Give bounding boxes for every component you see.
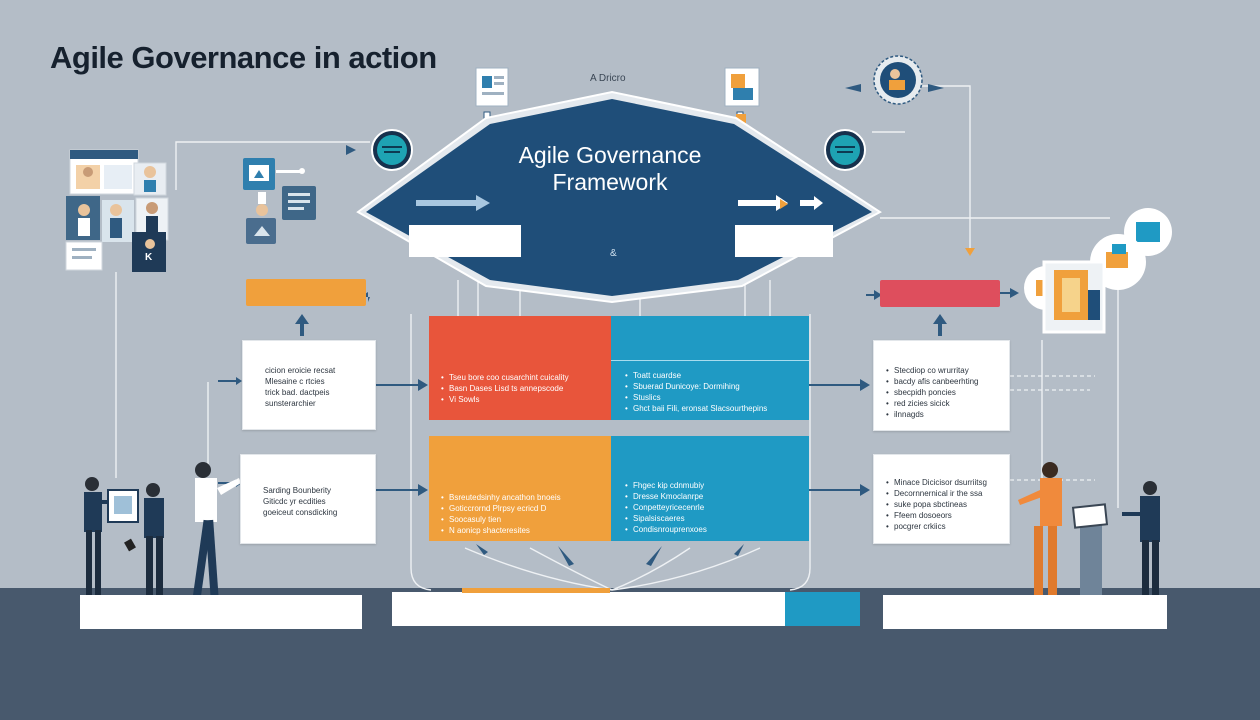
collage-letter: K (145, 252, 153, 263)
right-crimson-bar (880, 280, 1000, 307)
grid-bullet: Conpetteyricecenrle (625, 502, 707, 513)
grid-bottom-right-list: Fhgec kip cdnmubiy Dresse Kmoclanrpe Con… (625, 480, 707, 535)
left-bottom-card: Sarding Bounberity Giticdc yr ecdities g… (240, 454, 376, 544)
card-line: trick bad. dactpeis (265, 388, 330, 397)
hexagon-right-box (735, 225, 833, 257)
grid-bullet: Sipalsiscaeres (625, 513, 707, 524)
top-doc-icons (475, 67, 760, 107)
grid-bullet: Condisnrouprenxoes (625, 524, 707, 535)
badges (371, 55, 923, 171)
grid-bullet: Tseu bore coo cusarchint cuicality (441, 372, 569, 383)
team-collage (65, 149, 169, 272)
left-bottom-card-text: Sarding Bounberity Giticdc yr ecdities g… (263, 485, 337, 518)
card-line: Sarding Bounberity (263, 486, 332, 495)
right-bottom-card: Minace Dicicisor dsurriitsg Decornnernic… (873, 454, 1010, 544)
grid-bullet: Sbuerad Dunicoye: Dormihing (625, 381, 767, 392)
left-plinth (80, 595, 362, 629)
grid-divider (611, 360, 809, 361)
center-mark: & (610, 248, 617, 259)
page-title: Agile Governance in action (50, 40, 437, 75)
card-bullet: ilnnagds (886, 409, 979, 420)
card-bullet: sbecpidh poncies (886, 387, 979, 398)
left-mini-icons (243, 158, 316, 244)
grid-bullet: N aonicp shacteresites (441, 525, 561, 536)
grid-top-left: Tseu bore coo cusarchint cuicality Basn … (429, 316, 611, 420)
card-bullet: bacdy afis canbeerhting (886, 376, 979, 387)
grid-top-left-list: Tseu bore coo cusarchint cuicality Basn … (441, 372, 569, 405)
card-line: Mlesaine c rtcies (265, 377, 325, 386)
left-orange-bar (246, 279, 366, 306)
card-bullet: Stecdiop co wrurritay (886, 365, 979, 376)
right-top-card: Stecdiop co wrurritay bacdy afis canbeer… (873, 340, 1010, 431)
grid-bottom-left: Bsreutedsinhy ancathon bnoeis Goticcrorn… (429, 436, 611, 541)
grid-bullet: Toatt cuardse (625, 370, 767, 381)
grid-bullet: Soocasuly tien (441, 514, 561, 525)
people-left (84, 462, 241, 608)
grid-bullet: Stuslics (625, 392, 767, 403)
right-top-card-list: Stecdiop co wrurritay bacdy afis canbeer… (886, 365, 979, 420)
right-bottom-card-list: Minace Dicicisor dsurriitsg Decornnernic… (886, 477, 987, 532)
left-top-card-text: cicion eroicie recsat Mlesaine c rtcies … (265, 365, 335, 409)
right-illustration (1024, 208, 1172, 334)
grid-top-right: Toatt cuardse Sbuerad Dunicoye: Dormihin… (611, 316, 809, 420)
top-caption: A Dricro (590, 73, 626, 84)
grid-bottom-left-list: Bsreutedsinhy ancathon bnoeis Goticcrorn… (441, 492, 561, 536)
grid-bullet: Bsreutedsinhy ancathon bnoeis (441, 492, 561, 503)
connector-lines (115, 85, 1119, 591)
grid-bullet: Basn Dases Lisd ts annepscode (441, 383, 569, 394)
grid-bullet: Ghct baii Fili, eronsat Slacsourthepins (625, 403, 767, 414)
grid-top-right-list: Toatt cuardse Sbuerad Dunicoye: Dormihin… (625, 370, 767, 414)
card-line: sunsterarchier (265, 399, 316, 408)
down-marker (965, 248, 975, 256)
orange-marker (736, 114, 746, 124)
framework-hexagon (366, 99, 872, 296)
center-plinth (392, 592, 860, 626)
card-bullet: suke popa sbctineas (886, 499, 987, 510)
left-top-card: cicion eroicie recsat Mlesaine c rtcies … (242, 340, 376, 430)
grid-bullet: Goticcrornd Plrpsy ecricd D (441, 503, 561, 514)
grid-bullet: Fhgec kip cdnmubiy (625, 480, 707, 491)
arrows (218, 84, 1019, 566)
card-bullet: red zicies sicick (886, 398, 979, 409)
grid-bullet: Vi Sowls (441, 394, 569, 405)
people-right (1018, 462, 1160, 606)
card-bullet: Minace Dicicisor dsurriitsg (886, 477, 987, 488)
card-bullet: pocgrer crkiics (886, 521, 987, 532)
grid-bullet: Dresse Kmoclanrpe (625, 491, 707, 502)
card-line: goeiceut consdicking (263, 508, 338, 517)
hexagon-left-box (409, 225, 521, 257)
card-bullet: Decornnernical ir the ssa (886, 488, 987, 499)
framework-title: Agile Governance Framework (518, 142, 702, 195)
hexagon-arrows (416, 195, 823, 211)
card-line: cicion eroicie recsat (265, 366, 336, 375)
grid-bottom-right: Fhgec kip cdnmubiy Dresse Kmoclanrpe Con… (611, 436, 809, 541)
card-bullet: Ffeem dosoeors (886, 510, 987, 521)
right-plinth (883, 595, 1167, 629)
center-plinth-accent (462, 588, 610, 593)
card-line: Giticdc yr ecdities (263, 497, 326, 506)
